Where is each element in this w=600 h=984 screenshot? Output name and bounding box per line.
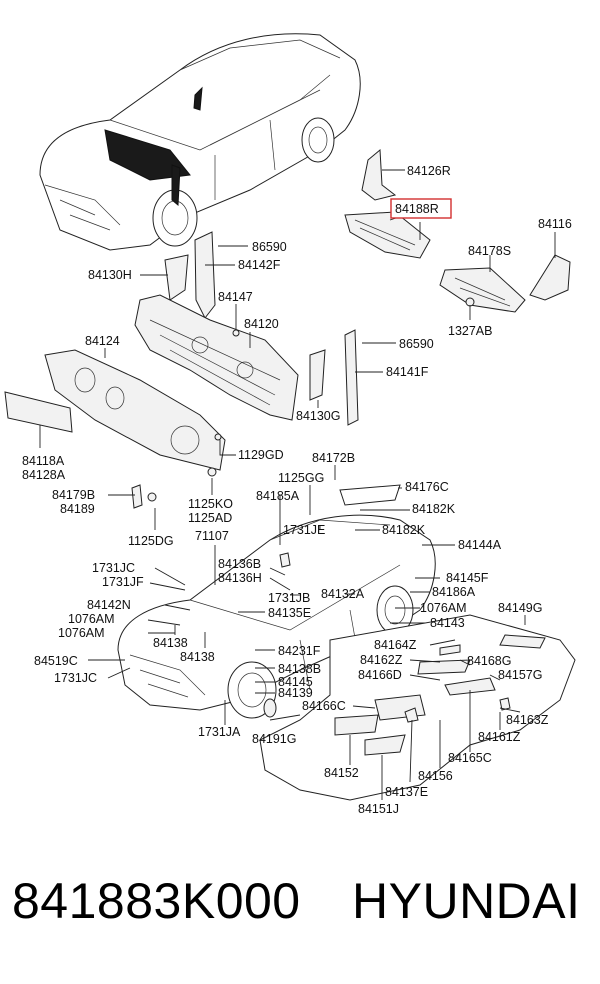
callout-label: 84138B: [278, 662, 321, 676]
top-car-illustration: [39, 33, 361, 251]
callout-label: 84116: [538, 217, 572, 231]
callout-label: 84152: [324, 766, 359, 780]
callout-label: 84141F: [386, 365, 429, 379]
leader-lines: [39, 169, 556, 800]
callout-label: 84138: [153, 636, 188, 650]
callout-label: 84149G: [498, 601, 542, 615]
callout-label: 1731JF: [102, 575, 144, 589]
callout-label: 84142N: [87, 598, 131, 612]
callout-label: 84189: [60, 502, 95, 516]
callout-label: 84185A: [256, 489, 300, 503]
callout-label: 84130G: [296, 409, 340, 423]
callout-label: 1731JC: [54, 671, 97, 685]
footer: 841883K000 HYUNDAI: [0, 872, 600, 952]
upper-right-parts: [344, 148, 571, 313]
callout-label: 84130H: [88, 268, 132, 282]
parts-diagram: 84126R 84188R 84116 84178S 1327AB 86590 …: [4, 33, 576, 816]
dash-panel-parts: [4, 231, 359, 509]
callout-label: 84166D: [358, 668, 402, 682]
callout-label: 84172B: [312, 451, 355, 465]
callout-label: 84168G: [467, 654, 511, 668]
callout-label: 84128A: [22, 468, 66, 482]
callout-label: 84161Z: [478, 730, 521, 744]
callout-label: 1731JC: [92, 561, 135, 575]
callout-label: 84231F: [278, 644, 321, 658]
callout-label: 84162Z: [360, 653, 403, 667]
callout-label: 84176C: [405, 480, 449, 494]
callout-label: 84135E: [268, 606, 311, 620]
callout-label: 84118A: [22, 454, 65, 468]
callout-label: 71107: [195, 529, 229, 543]
callout-label: 84136B: [218, 557, 261, 571]
callout-label: 84182K: [412, 502, 456, 516]
callout-label: 1125KO: [188, 497, 233, 511]
callout-label: 1076AM: [420, 601, 467, 615]
callout-label: 84132A: [321, 587, 365, 601]
callout-label: 84136H: [218, 571, 262, 585]
callout-label: 84166C: [302, 699, 346, 713]
callout-label: 1129GD: [238, 448, 284, 462]
callout-label: 84191G: [252, 732, 296, 746]
callout-label: 84145: [278, 675, 313, 689]
callout-label: 84143: [430, 616, 465, 630]
callout-label: 84178S: [468, 244, 511, 258]
callout-label: 86590: [399, 337, 434, 351]
callout-label: 84120: [244, 317, 279, 331]
callout-label: 84137E: [385, 785, 428, 799]
callout-label: 1076AM: [68, 612, 115, 626]
callout-label: 84164Z: [374, 638, 417, 652]
callout-label: 84179B: [52, 488, 95, 502]
callout-label: 84144A: [458, 538, 502, 552]
lower-car-illustration: [117, 484, 436, 719]
brand-name: HYUNDAI: [352, 873, 581, 929]
callout-label: 84182K: [382, 523, 426, 537]
callout-label: 1125DG: [128, 534, 174, 548]
callout-label: 84163Z: [506, 713, 549, 727]
callout-label: 84142F: [238, 258, 281, 272]
callout-label: 84186A: [432, 585, 476, 599]
callout-label: 1125AD: [188, 511, 232, 525]
callout-label: 1731JA: [198, 725, 241, 739]
callout-label: 84145F: [446, 571, 489, 585]
callout-label: 84156: [418, 769, 453, 783]
callout-label: 1327AB: [448, 324, 492, 338]
part-number: 841883K000: [12, 873, 301, 929]
callout-label: 1731JE: [283, 523, 325, 537]
callout-label: 84151J: [358, 802, 399, 816]
callout-labels: 84126R 84188R 84116 84178S 1327AB 86590 …: [22, 164, 572, 816]
highlight-box: [390, 198, 452, 219]
callout-label: 1076AM: [58, 626, 105, 640]
callout-label: 84147: [218, 290, 253, 304]
callout-label-highlighted: 84188R: [395, 202, 439, 216]
callout-label: 86590: [252, 240, 287, 254]
callout-label: 84139: [278, 686, 313, 700]
callout-label: 1731JB: [268, 591, 310, 605]
callout-label: 84126R: [407, 164, 451, 178]
callout-label: 1125GG: [278, 471, 324, 485]
floor-carpet: [259, 614, 576, 801]
callout-label: 84519C: [34, 654, 78, 668]
callout-label: 84165C: [448, 751, 492, 765]
callout-label: 84157G: [498, 668, 542, 682]
callout-label: 84138: [180, 650, 215, 664]
callout-label: 84124: [85, 334, 120, 348]
